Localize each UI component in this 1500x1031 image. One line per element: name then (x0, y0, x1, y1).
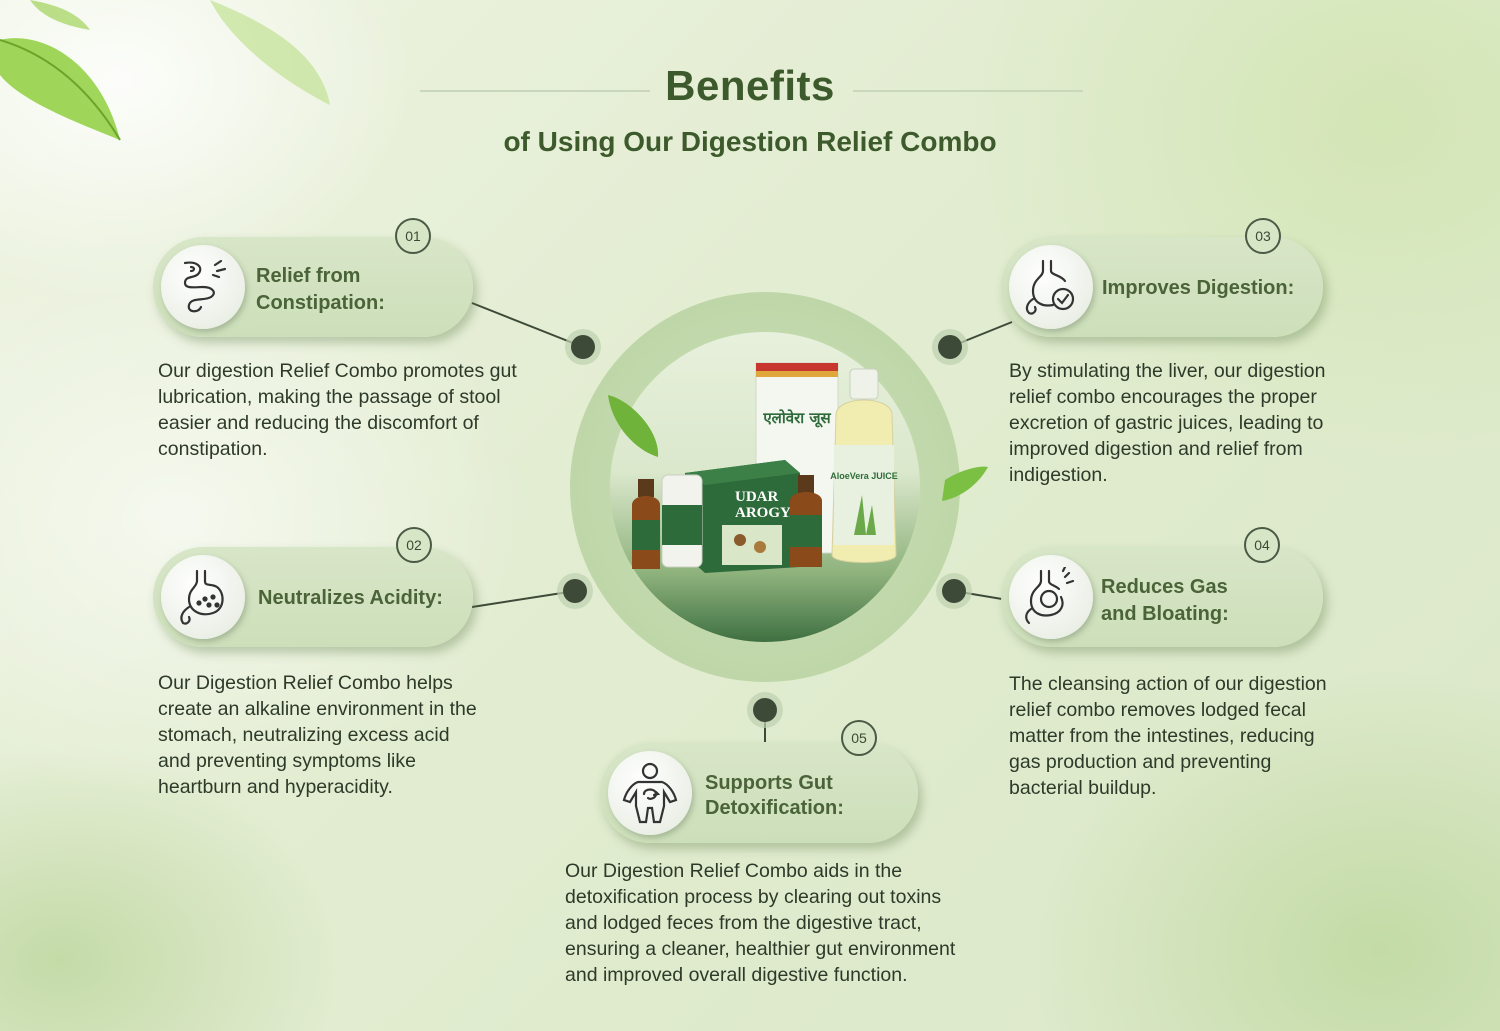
stomach-acid-icon (161, 555, 245, 639)
benefit-number-02: 02 (396, 527, 432, 563)
leaf-decoration-icon (0, 0, 330, 141)
benefit-desc-01: Our digestion Relief Combo promotes gut … (158, 360, 517, 460)
body-detox-icon (608, 751, 692, 835)
benefit-card-01: Relief from Constipation: (153, 237, 473, 337)
stomach-check-icon (1009, 245, 1093, 329)
benefit-desc-03: By stimulating the liver, our digestion … (1009, 360, 1326, 486)
connector-dot-04 (942, 579, 966, 603)
benefit-title-04: Reduces Gas and Bloating: (1101, 576, 1229, 625)
bloating-icon (1009, 555, 1093, 639)
benefit-number-01: 01 (395, 218, 431, 254)
tall-box-label: एलोवेरा जूस (762, 409, 831, 428)
connector-dot-02 (563, 579, 587, 603)
intestine-icon (161, 245, 245, 329)
benefit-title-01: Relief from Constipation: (256, 265, 385, 314)
benefit-card-03: Improves Digestion: (1001, 237, 1323, 337)
title-divider-right (853, 90, 1083, 92)
benefit-card-04: Reduces Gas and Bloating: (1001, 547, 1323, 647)
connector-dot-05 (753, 698, 777, 722)
product-combo-image: एलोवेरा जूस AloeVera JUICE UDAR AROGYA (608, 362, 988, 573)
benefit-number-03: 03 (1245, 218, 1281, 254)
page-title: Benefits (665, 62, 835, 109)
connector-dot-03 (938, 335, 962, 359)
juice-label: AloeVera JUICE (830, 471, 898, 481)
title-block: Benefits (0, 62, 1500, 110)
benefit-number-05: 05 (841, 720, 877, 756)
svg-text:UDAR: UDAR (735, 489, 778, 505)
benefit-number-04: 04 (1244, 527, 1280, 563)
benefit-title-03: Improves Digestion: (1102, 277, 1295, 299)
benefit-desc-05: Our Digestion Relief Combo aids in the d… (565, 860, 956, 986)
connector-dot-01 (571, 335, 595, 359)
benefit-card-05: Supports Gut Detoxification: (600, 743, 918, 843)
benefit-desc-02: Our Digestion Relief Combo helps create … (158, 672, 477, 798)
title-divider-left (420, 90, 650, 92)
benefit-card-02: Neutralizes Acidity: (153, 547, 473, 647)
benefit-title-05: Supports Gut Detoxification: (705, 772, 844, 819)
page-subtitle: of Using Our Digestion Relief Combo (503, 126, 997, 157)
benefit-desc-04: The cleansing action of our digestion re… (1009, 673, 1327, 799)
svg-text:AROGYA: AROGYA (735, 505, 800, 521)
benefit-title-02: Neutralizes Acidity: (258, 587, 443, 609)
